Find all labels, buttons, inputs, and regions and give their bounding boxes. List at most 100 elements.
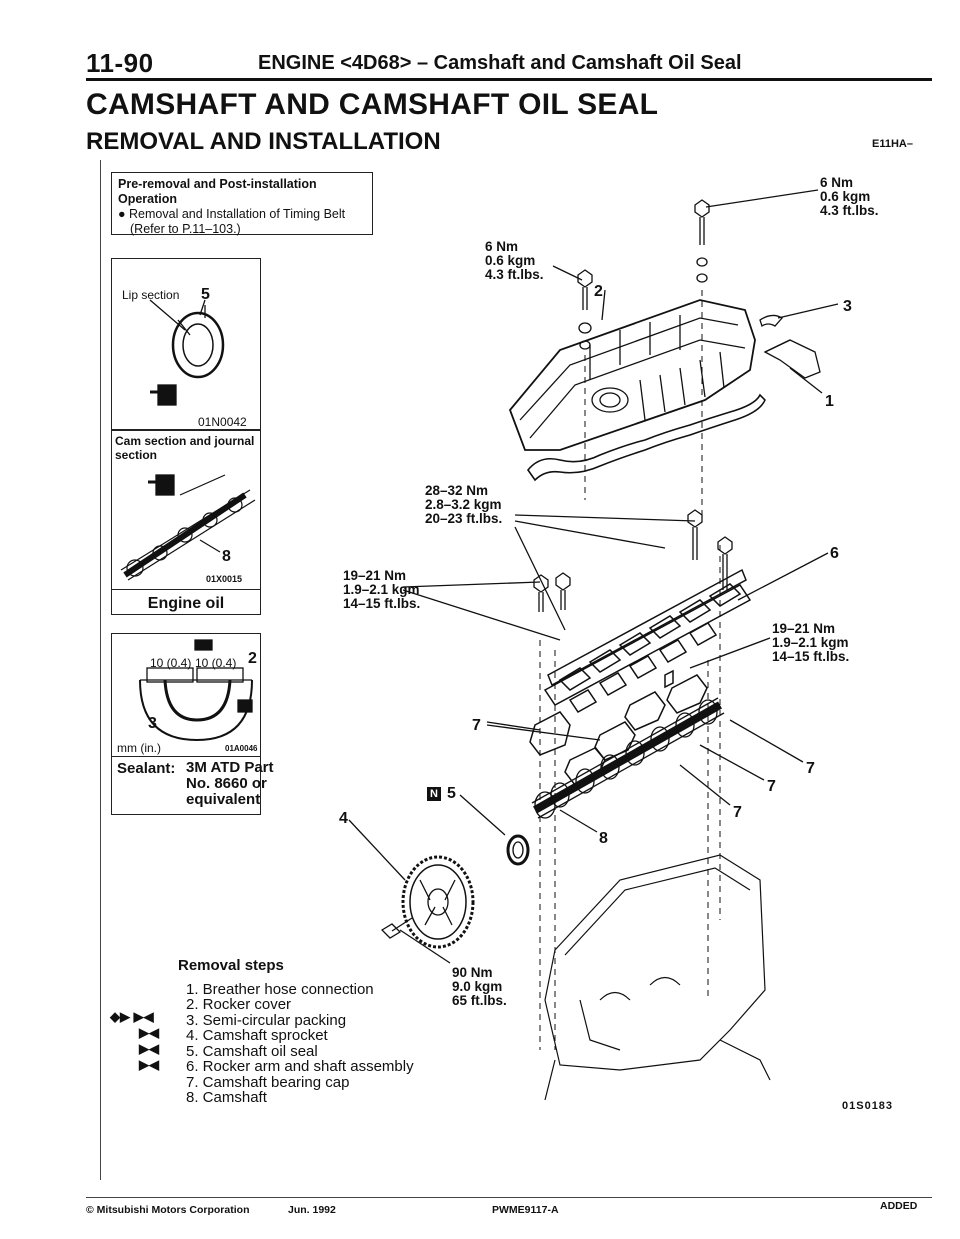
torque-5-ftlb: 14–15 ft.lbs. — [772, 649, 850, 664]
torque-4-nm: 19–21 Nm — [343, 568, 407, 583]
torque-6-ftlb: 65 ft.lbs. — [452, 993, 507, 1008]
doc-code: E11HA– — [872, 138, 913, 150]
step-mark-7: ▶◀ — [139, 1057, 159, 1072]
oil-can-icon — [148, 474, 175, 496]
torque-4-ftlb: 14–15 ft.lbs. — [343, 596, 421, 611]
callout-5: 5 — [447, 785, 456, 802]
torque-4-kgm: 1.9–2.1 kgm — [343, 582, 420, 597]
semicircular-packing-icon — [139, 639, 253, 742]
panel2-figure-code: 01X0015 — [206, 574, 243, 584]
removal-step-item: 5. Camshaft oil seal — [186, 1042, 318, 1060]
step-mark-5: ▶◀ — [139, 1025, 159, 1040]
callout-2: 2 — [594, 283, 603, 300]
torque-2-ftlb: 4.3 ft.lbs. — [485, 267, 544, 282]
panel1-callout-5: 5 — [201, 286, 210, 303]
panel2-callout-8: 8 — [222, 548, 231, 565]
callout-8: 8 — [599, 830, 608, 847]
rocker-arm-assembly — [543, 568, 752, 713]
torque-3-nm: 28–32 Nm — [425, 483, 489, 498]
torque-spec-3: 28–32 Nm 2.8–3.2 kgm 20–23 ft.lbs. — [425, 484, 502, 526]
callout-1: 1 — [825, 393, 834, 410]
removal-steps: Removal steps 1. Breather hose connectio… — [178, 958, 414, 1106]
semicircular-packing-part — [759, 314, 784, 328]
removal-step-item: 8. Camshaft — [186, 1089, 267, 1106]
torque-6-nm: 90 Nm — [452, 965, 493, 980]
rocker-bolts — [533, 509, 733, 612]
pre-removal-box: Pre-removal and Post-installation Operat… — [111, 172, 373, 236]
page-subtitle: REMOVAL AND INSTALLATION — [86, 128, 441, 155]
pre-removal-heading: Pre-removal and Post-installation Operat… — [118, 177, 317, 206]
callout-7b: 7 — [806, 760, 815, 777]
torque-5-kgm: 1.9–2.1 kgm — [772, 635, 849, 650]
sealant-label: Sealant: — [117, 760, 176, 777]
sealant-spec: 3M ATD Part No. 8660 or equivalent — [186, 760, 274, 808]
torque-spec-6: 90 Nm 9.0 kgm 65 ft.lbs. — [452, 966, 507, 1008]
callout-3: 3 — [843, 298, 852, 315]
panel-camshaft-oil — [111, 430, 261, 615]
new-part-badge: N — [427, 787, 441, 801]
panel1-figure-code: 01N0042 — [198, 415, 247, 429]
footer-rule — [86, 1197, 932, 1198]
header-rule — [86, 78, 932, 81]
engine-oil-caption: Engine oil — [111, 589, 261, 613]
panel3-figure-code: 01A0046 — [225, 744, 258, 753]
pre-removal-ref: (Refer to P.11–103.) — [130, 222, 241, 236]
torque-1-nm: 6 Nm — [820, 175, 854, 190]
torque-2-nm: 6 Nm — [485, 239, 519, 254]
step-mark-4: ◆▶ ▶◀ — [110, 1009, 154, 1024]
callout-6: 6 — [830, 545, 839, 562]
step-mark-6: ▶◀ — [139, 1041, 159, 1056]
callout-4: 4 — [339, 810, 348, 827]
panel-oil-seal — [111, 258, 261, 430]
margin-line — [100, 160, 101, 1180]
torque-2-kgm: 0.6 kgm — [485, 253, 536, 268]
torque-spec-5: 19–21 Nm 1.9–2.1 kgm 14–15 ft.lbs. — [772, 622, 849, 664]
sealant-line-2: No. 8660 or — [186, 775, 267, 792]
dimension-2: 10 (0.4) — [195, 656, 237, 670]
guide-lines — [539, 290, 721, 1050]
oil-seal-icon — [149, 299, 225, 379]
dimension-1: 10 (0.4) — [150, 656, 192, 670]
rocker-cover-gasket — [527, 393, 766, 482]
torque-3-ftlb: 20–23 ft.lbs. — [425, 511, 503, 526]
figure-code: 01S0183 — [842, 1100, 894, 1112]
camshaft-sprocket — [401, 855, 475, 949]
rocker-cover — [508, 299, 756, 451]
removal-steps-heading: Removal steps — [178, 957, 284, 974]
lip-section-label: Lip section — [122, 288, 180, 302]
removal-step-item: 7. Camshaft bearing cap — [186, 1073, 350, 1091]
torque-spec-4: 19–21 Nm 1.9–2.1 kgm 14–15 ft.lbs. — [343, 569, 420, 611]
cam-section-label: Cam section and journal section — [115, 434, 255, 462]
torque-1-kgm: 0.6 kgm — [820, 189, 871, 204]
torque-spec-2: 6 Nm 0.6 kgm 4.3 ft.lbs. — [485, 240, 544, 282]
torque-spec-1: 6 Nm 0.6 kgm 4.3 ft.lbs. — [820, 176, 879, 218]
camshaft-small-icon — [120, 474, 256, 581]
torque-6-kgm: 9.0 kgm — [452, 979, 503, 994]
removal-step-item: 1. Breather hose connection — [186, 980, 374, 998]
page-title: CAMSHAFT AND CAMSHAFT OIL SEAL — [86, 88, 659, 121]
pre-removal-bullet-text: Removal and Installation of Timing Belt — [129, 207, 346, 221]
removal-step-item: 3. Semi-circular packing — [186, 1011, 347, 1029]
pre-removal-bullet: ● Removal and Installation of Timing Bel… — [118, 207, 346, 221]
torque-5-nm: 19–21 Nm — [772, 621, 836, 636]
unit-label: mm (in.) — [117, 741, 161, 755]
panel3-callout-2: 2 — [248, 650, 257, 667]
camshaft — [531, 697, 725, 819]
cylinder-head — [544, 854, 771, 1101]
footer-date: Jun. 1992 — [288, 1204, 336, 1216]
removal-step-item: 6. Rocker arm and shaft assembly — [186, 1058, 414, 1075]
torque-1-ftlb: 4.3 ft.lbs. — [820, 203, 879, 218]
callout-7c: 7 — [767, 778, 776, 795]
bearing-caps — [529, 669, 708, 786]
footer-copyright: © Mitsubishi Motors Corporation — [86, 1204, 250, 1216]
page-number: 11-90 — [86, 48, 154, 78]
torque-3-kgm: 2.8–3.2 kgm — [425, 497, 502, 512]
rocker-cover-bolts — [577, 199, 710, 350]
footer-status: ADDED — [880, 1200, 918, 1212]
callout-7d: 7 — [733, 804, 742, 821]
section-title: ENGINE <4D68> – Camshaft and Camshaft Oi… — [258, 52, 742, 74]
camshaft-oil-seal — [506, 834, 530, 866]
removal-step-item: 2. Rocker cover — [186, 996, 292, 1013]
